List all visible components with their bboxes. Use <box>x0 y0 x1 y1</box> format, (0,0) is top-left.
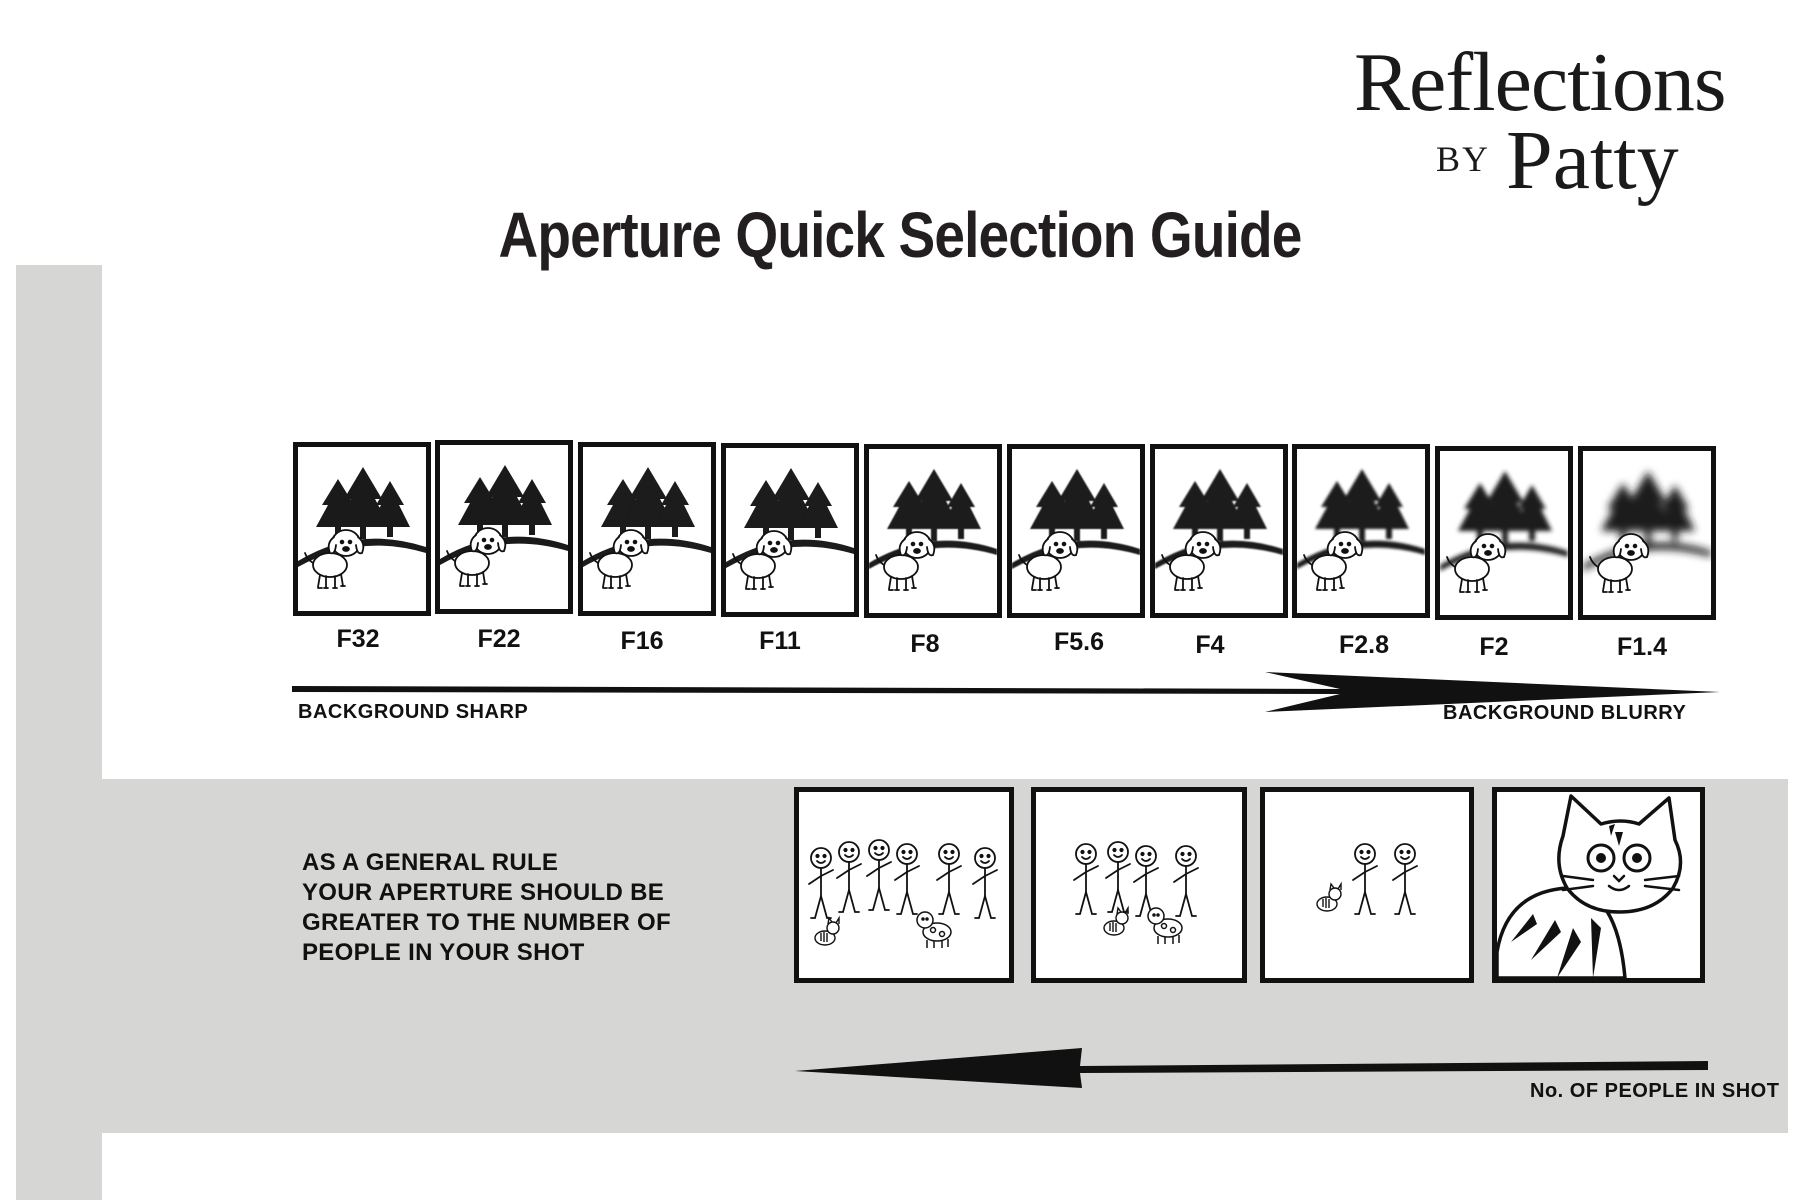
rule-line: YOUR APERTURE SHOULD BE <box>302 879 665 906</box>
sharp-to-blurry-arrow <box>292 672 1720 712</box>
aperture-label: F2.8 <box>1338 631 1390 659</box>
person-figure <box>1105 841 1131 913</box>
dog-figure <box>1147 907 1183 945</box>
aperture-frame <box>721 443 859 617</box>
person-figure <box>936 843 962 915</box>
person-figure <box>836 841 862 913</box>
logo-line-1: Reflections <box>1354 36 1727 129</box>
cat-closeup <box>1497 794 1683 978</box>
person-figure <box>972 847 998 919</box>
aperture-frame <box>435 440 573 614</box>
logo-by: BY <box>1436 139 1491 179</box>
axis-label-sharp: BACKGROUND SHARP <box>298 701 529 723</box>
trees-background <box>1583 471 1711 571</box>
aperture-label: F5.6 <box>1053 628 1105 656</box>
rule-line: PEOPLE IN YOUR SHOT <box>302 939 585 966</box>
person-figure <box>1133 845 1159 917</box>
aperture-frame <box>1578 446 1716 620</box>
trees-background <box>1440 471 1568 571</box>
logo-line-2: Patty <box>1506 114 1679 207</box>
group-medium-frame <box>1031 787 1247 983</box>
aperture-label: F8 <box>910 630 940 658</box>
trees-background <box>440 465 568 565</box>
aperture-label: F4 <box>1195 631 1225 659</box>
page-title: Aperture Quick Selection Guide <box>498 199 1302 271</box>
aperture-frame <box>1007 444 1145 618</box>
axis-label-blurry: BACKGROUND BLURRY <box>1443 702 1687 724</box>
person-figure <box>894 843 920 915</box>
aperture-label: F16 <box>620 627 664 655</box>
trees-background <box>1155 469 1283 569</box>
aperture-frame <box>1435 446 1573 620</box>
trees-background <box>583 467 711 567</box>
dog-figure <box>916 911 952 949</box>
person-figure <box>1352 843 1378 915</box>
aperture-label: F11 <box>759 627 801 655</box>
rule-line: GREATER TO THE NUMBER OF <box>302 909 671 936</box>
trees-background <box>298 467 426 567</box>
cat-figure <box>1316 883 1342 912</box>
person-figure <box>1392 843 1418 915</box>
person-figure <box>808 847 834 919</box>
cat-figure <box>814 917 840 946</box>
rule-line: AS A GENERAL RULE <box>302 849 559 876</box>
trees-background <box>1297 469 1425 569</box>
aperture-frame <box>1150 444 1288 618</box>
aperture-label: F1.4 <box>1616 633 1668 661</box>
general-rule-text: AS A GENERAL RULE YOUR APERTURE SHOULD B… <box>302 848 671 968</box>
aperture-frame <box>1292 444 1430 618</box>
group-small-frame <box>1260 787 1474 983</box>
aperture-frame <box>864 444 1002 618</box>
person-figure <box>866 839 892 911</box>
aperture-frame <box>293 442 431 616</box>
aperture-label: F32 <box>336 625 380 653</box>
people-axis-label: No. OF PEOPLE IN SHOT <box>1530 1080 1780 1102</box>
trees-background <box>1012 469 1140 569</box>
aperture-label: F2 <box>1479 633 1509 661</box>
aperture-label: F22 <box>477 625 521 653</box>
people-arrow <box>795 1048 1708 1088</box>
group-large-frame <box>794 787 1014 983</box>
person-figure <box>1073 843 1099 915</box>
person-figure <box>1173 845 1199 917</box>
single-subject-frame <box>1492 787 1705 983</box>
logo: Reflections BY Patty <box>1310 30 1740 220</box>
trees-background <box>869 469 997 569</box>
aperture-frame <box>578 442 716 616</box>
trees-background <box>726 468 854 568</box>
